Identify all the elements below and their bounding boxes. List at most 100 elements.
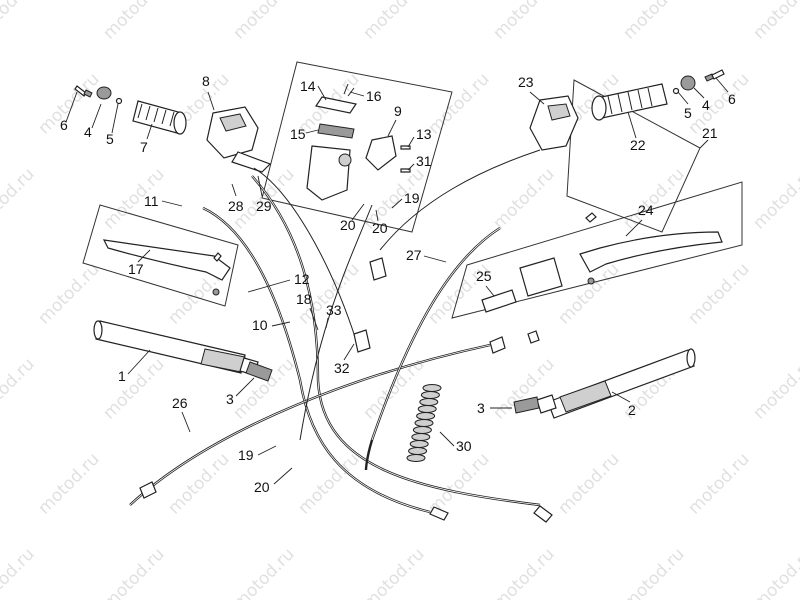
watermark-text: motod.ru (684, 259, 753, 328)
callout-number-31: 31 (416, 153, 432, 169)
callout-leader-line (305, 129, 319, 134)
watermark-text: motod.ru (99, 0, 168, 44)
watermark-text: motod.ru (99, 544, 168, 600)
cables (129, 149, 553, 523)
watermark-text: motod.ru (34, 449, 103, 518)
callout-number-5: 5 (684, 105, 692, 121)
watermark-text: motod.ru (0, 354, 39, 423)
callout-leader-line (699, 139, 709, 149)
callout-leader-line (247, 279, 291, 293)
callout-leader-line (91, 103, 102, 129)
right-switch-housing (529, 95, 579, 151)
callout-leader-line (343, 343, 355, 361)
callout-number-2: 2 (628, 402, 636, 418)
callout-leader-line (485, 285, 495, 297)
front-brake-lever (102, 239, 231, 296)
callout-number-5: 5 (106, 131, 114, 147)
watermark-text: motod.ru (99, 354, 168, 423)
watermark-text: motod.ru (489, 0, 558, 44)
callout-leader-line (146, 123, 153, 140)
callout-number-12: 12 (294, 271, 310, 287)
watermark-text: motod.ru (34, 69, 103, 138)
callout-leader-line (271, 321, 291, 327)
callout-number-17: 17 (128, 261, 144, 277)
watermark-text: motod.ru (619, 0, 688, 44)
panel-right-grip (566, 79, 701, 233)
watermark-text: motod.ru (619, 164, 688, 233)
callout-number-18: 18 (296, 291, 312, 307)
callout-number-20: 20 (372, 220, 388, 236)
watermark-text: motod.ru (489, 354, 558, 423)
handlebar-right (513, 348, 696, 419)
callout-leader-line (677, 91, 689, 105)
callout-number-25: 25 (476, 268, 492, 284)
callout-leader-line (161, 200, 183, 207)
spring-coil (416, 412, 436, 420)
callout-number-14: 14 (300, 78, 316, 94)
watermark-text: motod.ru (749, 544, 800, 600)
watermark-text: motod.ru (359, 0, 428, 44)
callout-number-13: 13 (416, 126, 432, 142)
left-grip-group (74, 85, 187, 135)
callout-leader-line (257, 175, 263, 197)
spring (406, 384, 442, 462)
callout-leader-line (231, 183, 237, 197)
watermark-text: motod.ru (229, 0, 298, 44)
master-cylinder-group (306, 83, 411, 201)
watermark-text: motod.ru (684, 449, 753, 518)
callout-number-8: 8 (202, 73, 210, 89)
spring-coil (409, 440, 429, 448)
callout-number-15: 15 (290, 126, 306, 142)
callout-leader-line (375, 209, 379, 222)
callout-number-30: 30 (456, 438, 472, 454)
panel-front-brake-lever (82, 204, 239, 307)
callout-number-4: 4 (702, 97, 710, 113)
spring-coil (411, 433, 431, 441)
callout-number-9: 9 (394, 103, 402, 119)
callout-number-28: 28 (228, 198, 244, 214)
spring-coil (420, 391, 440, 399)
watermark-text: motod.ru (359, 354, 428, 423)
callout-leader-line (235, 377, 255, 397)
callout-leader-line (309, 307, 319, 331)
callout-leader-line (693, 87, 705, 99)
watermark-text: motod.ru (684, 69, 753, 138)
watermark-text: motod.ru (424, 69, 493, 138)
watermark-text: motod.ru (0, 544, 39, 600)
watermark-text: motod.ru (749, 164, 800, 233)
callout-leader-line (529, 91, 545, 105)
callout-number-19: 19 (404, 190, 420, 206)
callout-number-27: 27 (406, 247, 422, 263)
clutch-perch (481, 257, 563, 313)
callout-number-4: 4 (84, 124, 92, 140)
watermark-text: motod.ru (359, 544, 428, 600)
spring-coil (417, 405, 437, 413)
callout-leader-line (715, 77, 729, 93)
spring-coil (419, 398, 439, 406)
callout-leader-line (137, 249, 151, 263)
callout-number-6: 6 (728, 91, 736, 107)
callout-leader-line (111, 103, 119, 134)
spring-coil (422, 384, 442, 392)
callout-number-10: 10 (252, 317, 268, 333)
watermark-text: motod.ru (0, 0, 39, 44)
watermark-text: motod.ru (34, 259, 103, 328)
panel-master-cylinder (261, 61, 453, 233)
watermark-text: motod.ru (619, 544, 688, 600)
callout-leader-line (407, 136, 415, 148)
watermark-text: motod.ru (554, 449, 623, 518)
callout-leader-line (407, 163, 415, 171)
callout-leader-line (611, 391, 631, 403)
callout-leader-line (181, 411, 191, 433)
callout-number-19: 19 (238, 447, 254, 463)
callout-number-3: 3 (226, 391, 234, 407)
callout-leader-line (127, 349, 151, 375)
callout-number-1: 1 (118, 368, 126, 384)
watermark-text: motod.ru (489, 544, 558, 600)
panel-outlines (82, 61, 743, 319)
callout-number-32: 32 (334, 360, 350, 376)
watermark-text: motod.ru (0, 164, 39, 233)
callout-leader-line (391, 198, 403, 209)
